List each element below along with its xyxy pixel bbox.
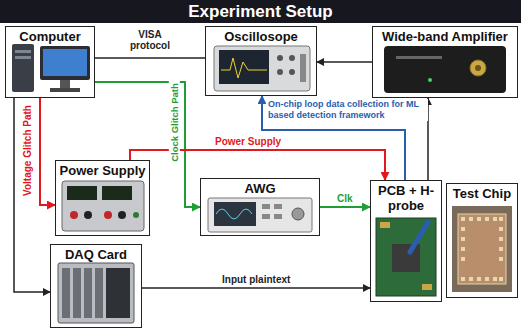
voltage-glitch-path	[40, 98, 55, 205]
node-label: Power Supply	[56, 161, 149, 178]
daq-box: DAQ Card	[50, 244, 142, 328]
amplifier-picture	[384, 46, 506, 93]
node-label: DAQ Card	[51, 245, 141, 262]
node-label: AWG	[201, 179, 319, 196]
connector-label: Voltage Glitch Path	[21, 103, 32, 198]
daq-control-link	[14, 98, 50, 292]
daq-picture	[58, 263, 134, 323]
computer-picture	[12, 44, 90, 92]
power-supply-box: Power Supply	[55, 160, 150, 236]
node-label: Test Chip	[447, 184, 517, 201]
diagram-title: Experiment Setup	[188, 2, 333, 22]
clock-line	[320, 206, 370, 208]
power-supply-picture	[62, 181, 144, 231]
amplifier-output-line	[317, 61, 372, 63]
connector-label: Clock Glitch Path	[168, 81, 179, 164]
node-label: Wide-band Amplifier	[373, 27, 517, 44]
awg-box: AWG	[200, 178, 320, 236]
connector-label: VISA protocol	[117, 29, 183, 51]
title-bar: Experiment Setup	[0, 0, 521, 23]
computer-box: Computer	[5, 26, 95, 98]
connector-label: Clk	[335, 193, 355, 204]
pcb-picture	[376, 218, 436, 296]
node-label: Computer	[6, 27, 94, 44]
connector-label: Power Supply	[213, 136, 283, 147]
pcb-box: PCB + H-probe	[370, 180, 442, 302]
oscilloscope-picture	[214, 46, 310, 91]
node-label: Oscillosope	[206, 27, 316, 44]
test-chip-picture	[452, 206, 512, 292]
connector-label: Input plaintext	[220, 274, 292, 285]
awg-picture	[208, 198, 312, 232]
oscilloscope-box: Oscillosope	[205, 26, 317, 96]
plaintext-line	[142, 287, 370, 289]
clock-glitch-path	[95, 82, 200, 207]
amplifier-box: Wide-band Amplifier	[372, 26, 518, 98]
connector-label: On-chip loop data collection for ML base…	[266, 99, 428, 121]
visa-link	[95, 57, 205, 59]
test-chip-box: Test Chip	[446, 183, 518, 298]
node-label: PCB + H-probe	[371, 181, 441, 213]
